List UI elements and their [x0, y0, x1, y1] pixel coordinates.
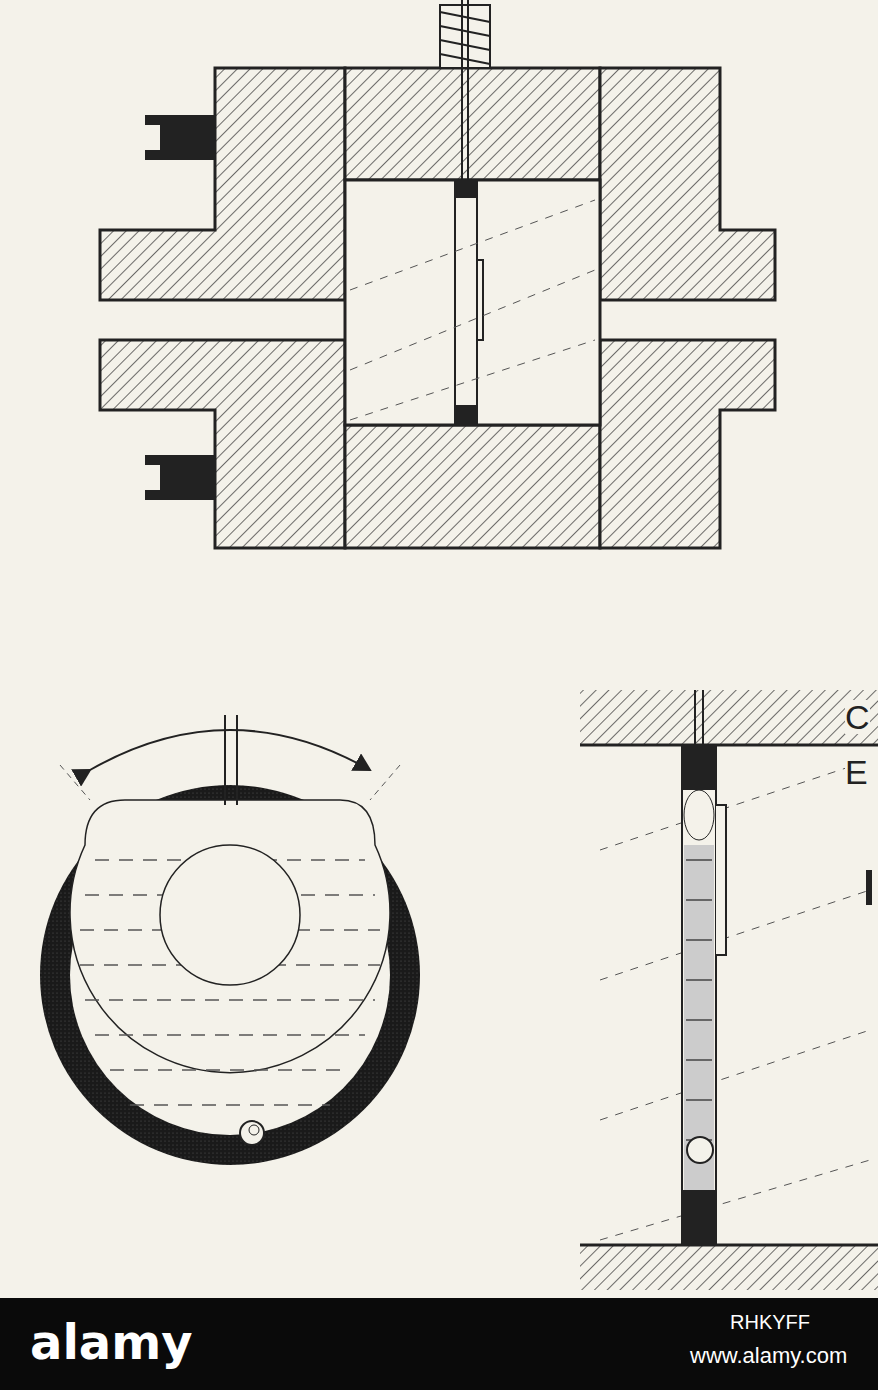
part-letter: E [845, 755, 868, 789]
watermark-bar [0, 1298, 878, 1390]
housing-section [100, 68, 775, 548]
screw [440, 0, 490, 180]
part-letter: C [845, 700, 870, 734]
watermark-text: RHKYFF [730, 1312, 810, 1332]
ring-view [40, 715, 420, 1165]
cell [455, 180, 483, 425]
watermark-text: www.alamy.com [690, 1345, 847, 1367]
hooks [145, 115, 215, 500]
watermark-text: alamy [30, 1318, 193, 1366]
cell-detail [580, 690, 878, 1290]
